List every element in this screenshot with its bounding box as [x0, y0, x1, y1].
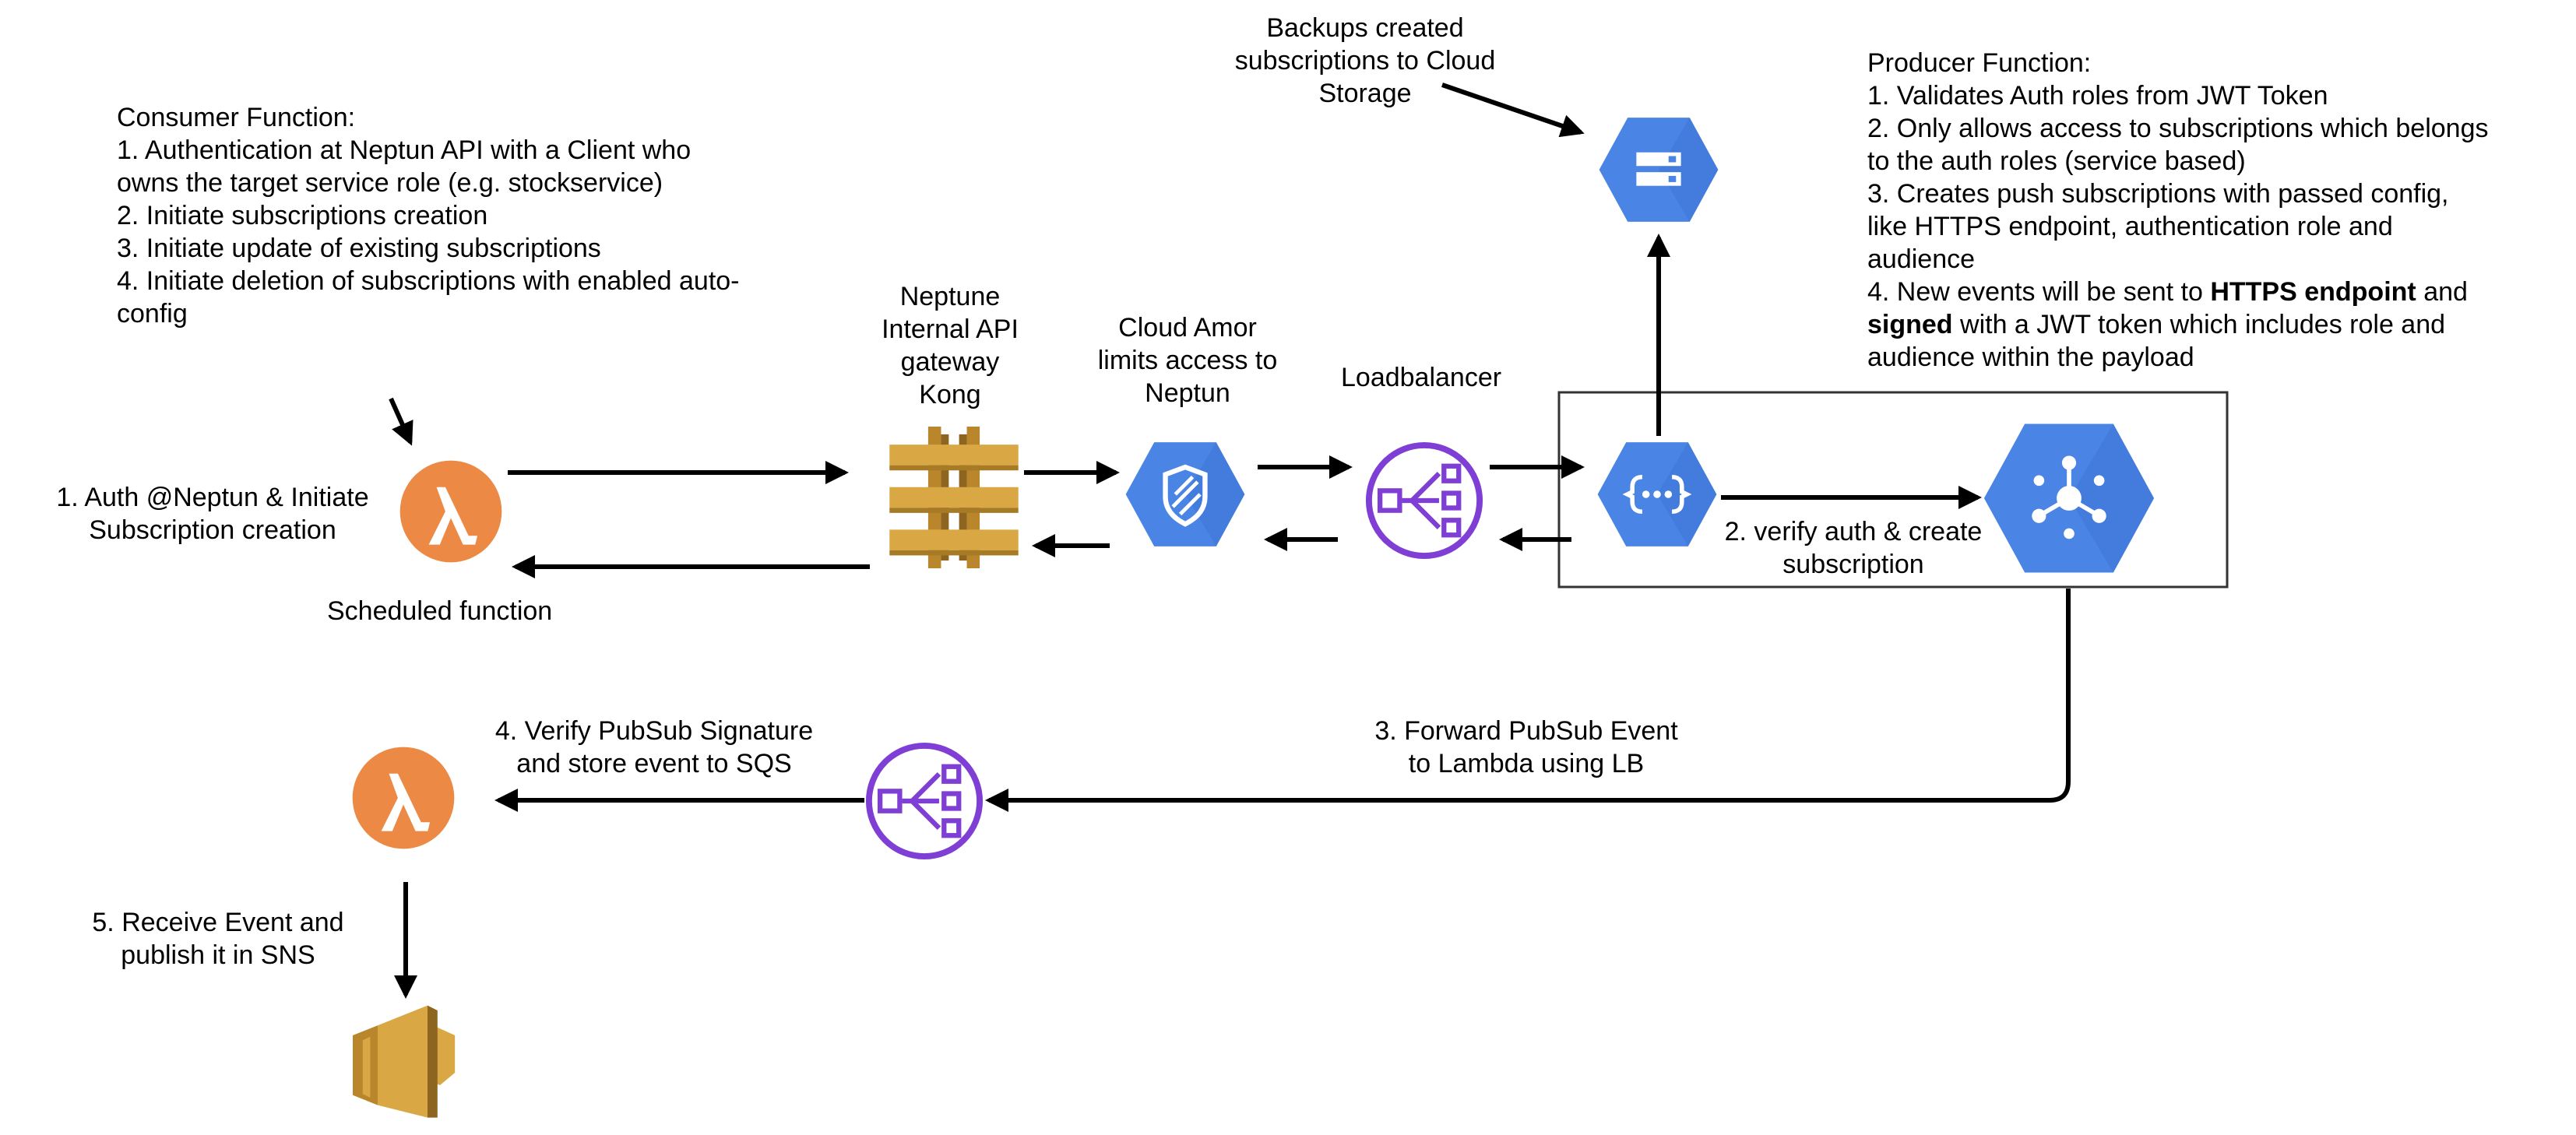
step5-label-line: publish it in SNS — [121, 940, 315, 970]
aws-lambda-icon — [399, 460, 502, 563]
step3-label-line: to Lambda using LB — [1408, 749, 1645, 778]
cloud-armor-label-line: limits access to — [1097, 346, 1278, 375]
step3-label-line: 3. Forward PubSub Event — [1374, 716, 1678, 746]
backup-note-line: Storage — [1318, 79, 1412, 108]
gcp-pubsub-icon — [1983, 423, 2155, 573]
producer-note-and: and — [2416, 277, 2468, 307]
arrow-trigger — [389, 397, 413, 446]
producer-note-line: 1. Validates Auth roles from JWT Token — [1867, 81, 2328, 111]
step1-label-line: Subscription creation — [89, 515, 336, 545]
consumer-function-note-line: 1. Authentication at Neptun API with a C… — [117, 135, 692, 165]
step3-label: 3. Forward PubSub Event to Lambda using L… — [1347, 715, 1705, 780]
producer-boundary-box — [1557, 391, 2229, 589]
producer-note-line: 3. Creates push subscriptions with passe… — [1867, 179, 2449, 209]
step4-label-line: and store event to SQS — [516, 749, 792, 778]
consumer-function-note-line: owns the target service role (e.g. stock… — [117, 168, 663, 198]
loadbalancer-label: Loadbalancer — [1341, 363, 1502, 392]
step2-label-line: 2. verify auth & create — [1724, 517, 1983, 546]
backup-note-line: Backups created — [1266, 13, 1464, 43]
gateway-label-line: Internal API — [882, 314, 1019, 344]
consumer-function-note-line: 2. Initiate subscriptions creation — [117, 201, 488, 230]
producer-note-line: audience — [1867, 244, 1976, 274]
backup-note-line: subscriptions to Cloud — [1234, 46, 1496, 76]
producer-note-item4-rest: with a JWT token which includes role and — [1952, 310, 2446, 339]
step5-label: 5. Receive Event and publish it in SNS — [62, 906, 374, 972]
consumer-function-note-line: 3. Initiate update of existing subscript… — [117, 234, 601, 263]
gateway-label-line: Neptune — [899, 282, 1001, 311]
step2-label-line: subscription — [1782, 550, 1924, 579]
load-balancer-icon — [865, 742, 984, 860]
producer-note-line: to the auth roles (service based) — [1867, 146, 2246, 176]
producer-note-item4: 4. New events will be sent to HTTPS endp… — [1867, 276, 2489, 308]
gcp-cloud-armor-shield-icon — [1125, 442, 1245, 546]
step4-label: 4. Verify PubSub Signature and store even… — [467, 715, 841, 780]
gateway-label-line: Kong — [919, 380, 981, 409]
producer-function-note: Producer Function: 1. Validates Auth rol… — [1867, 47, 2489, 374]
step5-label-line: 5. Receive Event and — [92, 908, 344, 937]
producer-note-line: Producer Function: — [1867, 48, 2092, 78]
consumer-function-note: Consumer Function: 1. Authentication at N… — [117, 101, 740, 330]
producer-note-https-endpoint: HTTPS endpoint — [2210, 277, 2416, 307]
step2-label: 2. verify auth & create subscription — [1698, 515, 2009, 581]
arrow-pubsub-to-bottom-lb — [985, 589, 2071, 812]
producer-note-line: like HTTPS endpoint, authentication role… — [1867, 212, 2393, 241]
arrow-backup-note-to-storage — [1441, 83, 1585, 138]
cloud-armor-label-line: Cloud Amor — [1118, 313, 1257, 343]
producer-note-signed: signed — [1867, 310, 1953, 339]
load-balancer-icon — [1365, 441, 1483, 560]
step4-label-line: 4. Verify PubSub Signature — [494, 716, 814, 746]
cloud-armor-label-line: Neptun — [1145, 378, 1230, 408]
gcp-cloud-storage-icon — [1599, 118, 1719, 222]
aws-sns-icon — [353, 1005, 456, 1118]
gateway-label-line: gateway — [900, 347, 1000, 377]
consumer-function-note-line: Consumer Function: — [117, 103, 356, 132]
producer-note-line: audience within the payload — [1867, 343, 2194, 372]
gcp-cloud-functions-icon — [1597, 442, 1717, 546]
producer-note-item4-prefix: 4. New events will be sent to — [1867, 277, 2211, 307]
scheduled-function-label: Scheduled function — [327, 596, 553, 626]
producer-note-item4-cont: signed with a JWT token which includes r… — [1867, 308, 2489, 341]
aws-api-gateway-icon — [889, 427, 1019, 568]
step1-label-line: 1. Auth @Neptun & Initiate — [56, 483, 369, 512]
consumer-function-note-line: config — [117, 299, 188, 329]
cloud-armor-label: Cloud Amor limits access to Neptun — [1075, 311, 1300, 409]
producer-note-line: 2. Only allows access to subscriptions w… — [1867, 114, 2489, 143]
consumer-function-note-line: 4. Initiate deletion of subscriptions wi… — [117, 266, 740, 296]
aws-lambda-icon — [352, 747, 455, 849]
